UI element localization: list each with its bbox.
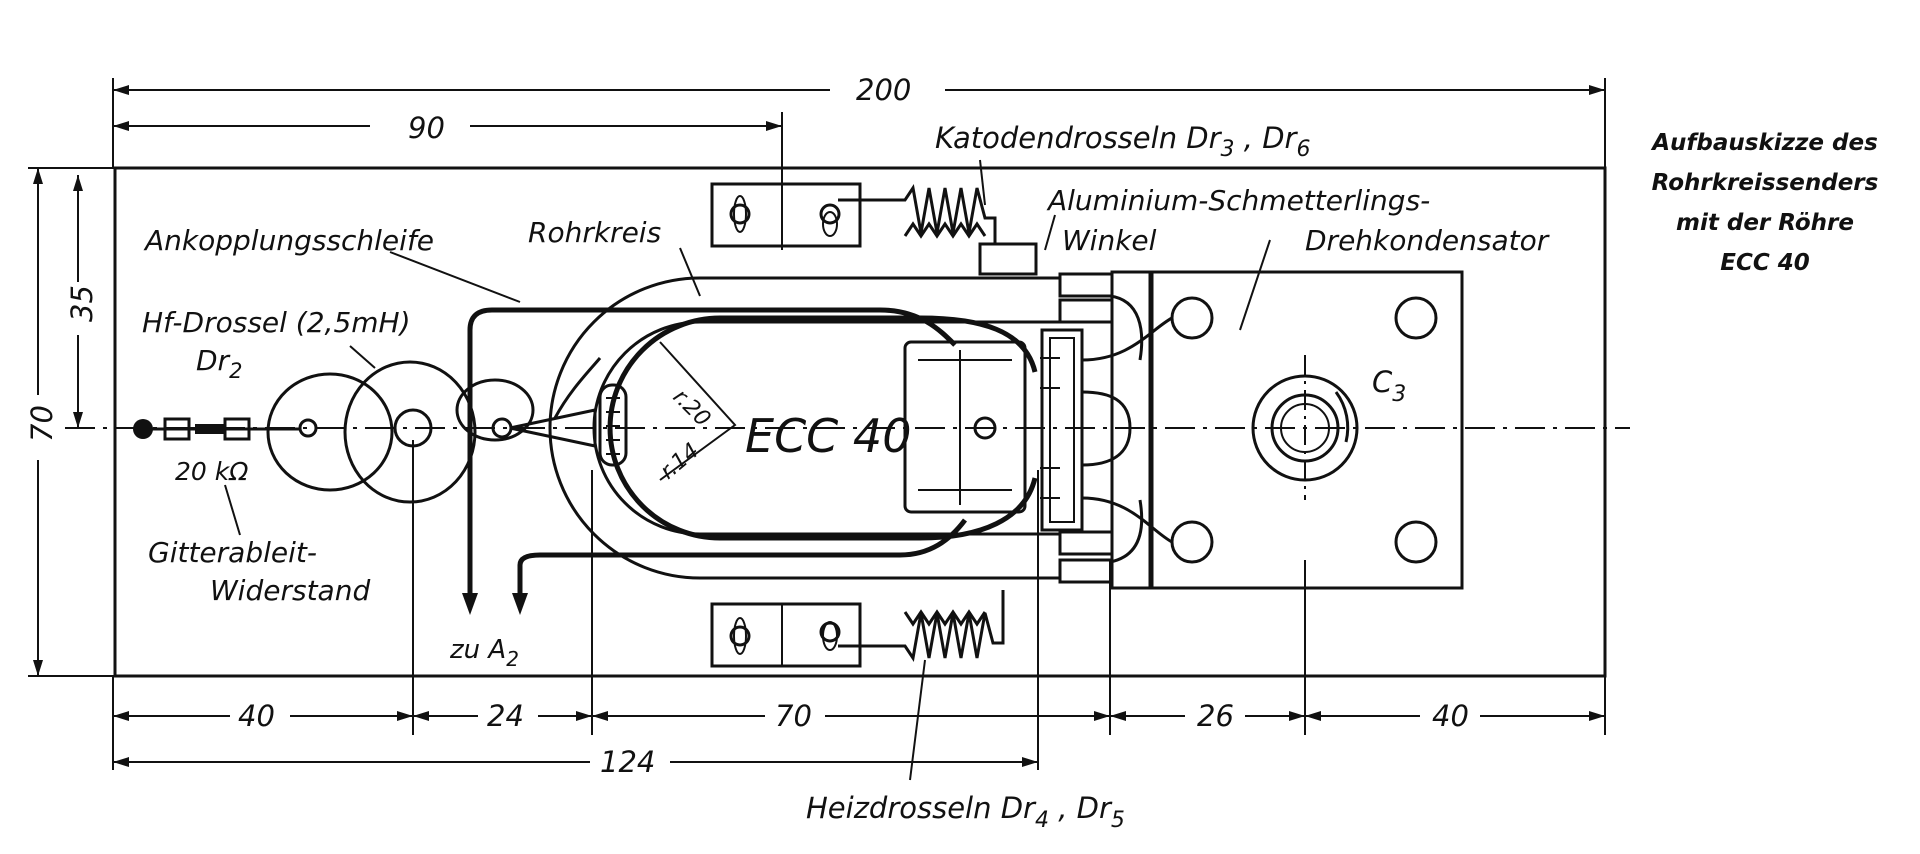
radius-r20: r.20 (668, 385, 715, 432)
dim-label-124: 124 (600, 745, 655, 779)
aluminium-angle (978, 242, 1038, 276)
caption-line-4: ECC 40 (1720, 250, 1809, 276)
aluminium-label: Aluminium-Schmetterlings- (1046, 184, 1430, 217)
cathode-chokes (710, 182, 997, 248)
resistor-value-label: 20 kΩ (175, 457, 248, 486)
drehkondensator-plate (1110, 270, 1464, 590)
tube-label: ECC 40 (745, 409, 911, 463)
caption-line-3: mit der Röhre (1676, 210, 1854, 236)
dim-label-70: 70 (25, 405, 59, 442)
katodendrosseln-label: Katodendrosseln Dr3 , Dr6 (935, 121, 1310, 162)
grid-leak-resistor (133, 417, 300, 441)
caption: Aufbauskizze des Rohrkreissenders mit de… (1650, 130, 1878, 276)
dim-label-40-right: 40 (1432, 699, 1469, 733)
dim-bottom-row: 40 24 70 26 40 (112, 440, 1606, 770)
plate-hole-bl (1170, 520, 1214, 564)
rohrkreis-label: Rohrkreis (528, 216, 661, 249)
gitterableit-label: Gitterableit- (148, 536, 317, 569)
plate-hole-tl (1170, 296, 1214, 340)
dim-top-offset: 35 (65, 175, 99, 428)
caption-line-2: Rohrkreissenders (1652, 170, 1879, 196)
dim-to-tube-center: 90 (113, 111, 783, 250)
plate-hole-tr (1394, 296, 1438, 340)
tube-ecc40: ECC 40 r.20 r.14 (598, 340, 1027, 514)
c3-label: C3 (1372, 365, 1406, 407)
zu-a2-label: zu A2 (449, 635, 519, 671)
plate-hole-br (1394, 520, 1438, 564)
ankopplungsschleife-label: Ankopplungsschleife (143, 224, 434, 257)
widerstand-label: Widerstand (210, 574, 370, 607)
coupling-loop (462, 307, 967, 615)
heizdrosseln-label: Heizdrosseln Dr4 , Dr5 (806, 791, 1125, 833)
baseplate (113, 166, 1607, 678)
dim-label-70-bottom: 70 (775, 699, 812, 733)
dim-total-width: 200 (112, 73, 1606, 168)
dim-label-24: 24 (487, 699, 524, 733)
dr2-label: Dr2 (196, 344, 242, 383)
hf-choke (266, 357, 602, 504)
dim-label-35: 35 (65, 285, 99, 322)
dim-total-height: 70 (25, 167, 115, 677)
winkel-label: Winkel (1062, 224, 1157, 257)
caption-line-1: Aufbauskizze des (1650, 130, 1878, 156)
dim-label-90: 90 (408, 111, 445, 145)
drehkondensator-label: Drehkondensator (1305, 224, 1550, 257)
tube-socket-pins (978, 242, 1173, 584)
dim-to-rohrkreis-end: 124 (113, 745, 1038, 779)
hf-drossel-label: Hf-Drossel (2,5mH) (142, 306, 411, 339)
dim-label-40-left: 40 (238, 699, 275, 733)
dim-label-200: 200 (856, 73, 911, 107)
dim-label-26: 26 (1197, 699, 1234, 733)
heater-chokes (710, 590, 1005, 668)
leader-lines (224, 159, 1271, 781)
